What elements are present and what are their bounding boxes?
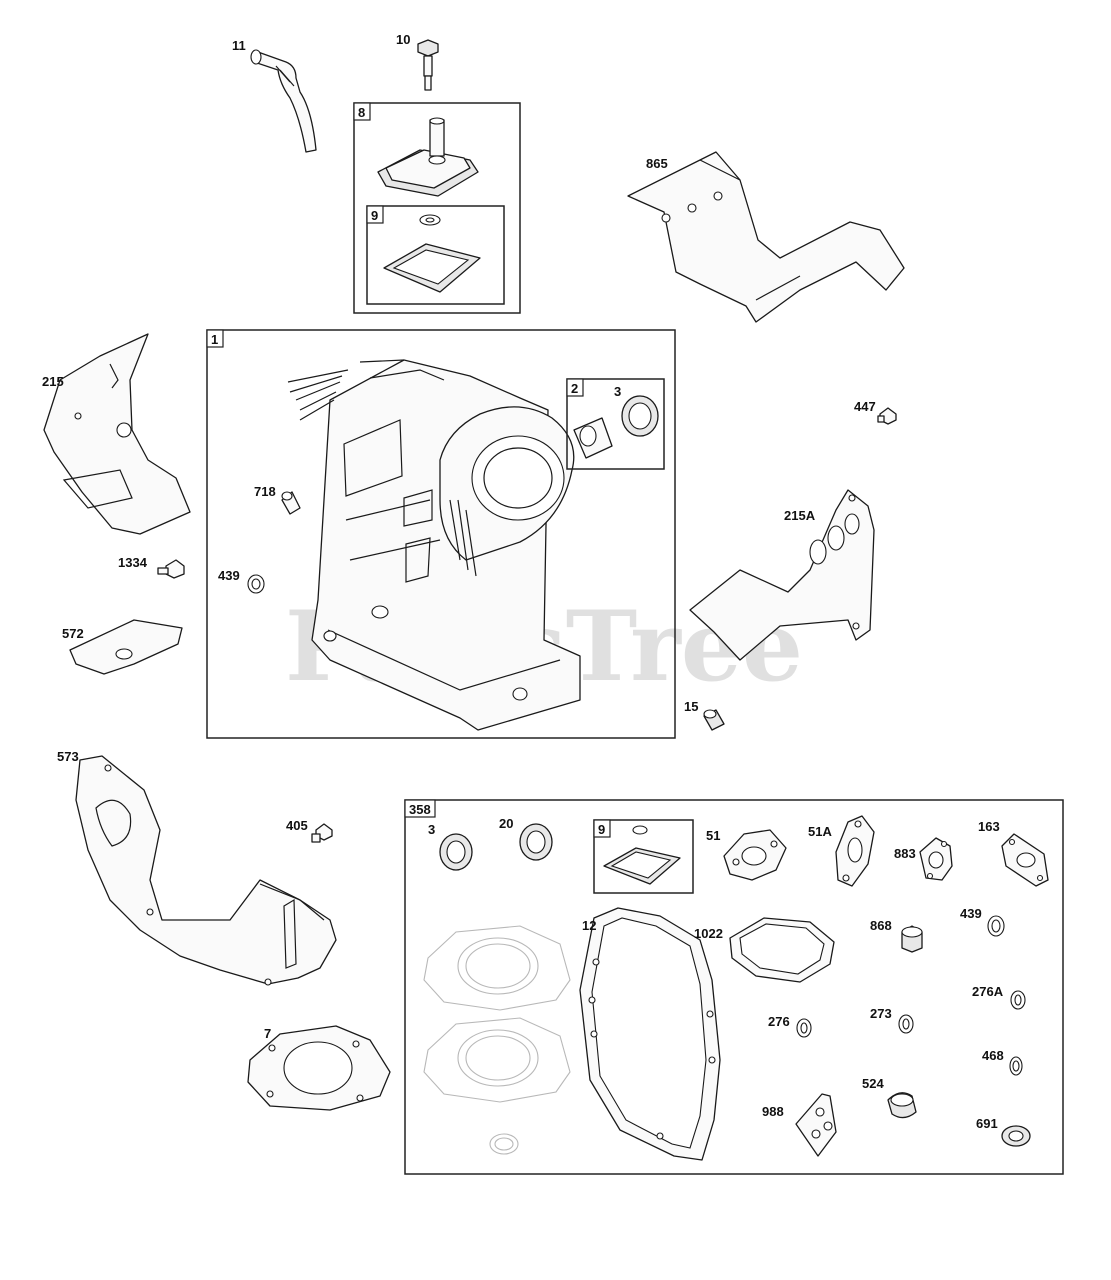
callout-468: 468 [982,1048,1004,1063]
part-163-gasket[interactable] [1001,833,1049,887]
part-468-washer[interactable] [1009,1056,1023,1076]
part-276a-washer[interactable] [1010,990,1026,1010]
part-1-engine-block[interactable] [287,359,581,731]
part-988-gasket[interactable] [795,1093,837,1157]
callout-273: 273 [870,1006,892,1021]
part-405-screw[interactable] [311,823,333,843]
callout-439-kit: 439 [960,906,982,921]
group-9-tag [366,205,384,224]
part-20-oil-seal[interactable] [519,823,553,861]
part-3-oil-seal-kit[interactable] [439,833,473,871]
part-273-washer[interactable] [898,1014,914,1034]
part-11-breather-tube[interactable] [250,49,317,153]
head-gasket-ghost-lower [423,1017,571,1103]
callout-11: 11 [232,38,246,53]
callout-405: 405 [286,818,308,833]
part-9-valve-cover-gasket[interactable] [383,214,481,293]
callout-215: 215 [42,374,64,389]
callout-51a: 51A [808,824,832,839]
callout-3-kit: 3 [428,822,435,837]
group-2-box [566,378,665,470]
part-1334-screw[interactable] [157,559,185,579]
group-9-label: 9 [371,208,378,223]
group-8-tag [353,102,371,121]
part-691-oil-seal[interactable] [1001,1125,1031,1147]
part-573-blower-housing[interactable] [75,755,337,986]
part-439-washer-left[interactable] [247,574,265,594]
callout-573: 573 [57,749,79,764]
callout-883: 883 [894,846,916,861]
part-865-bracket[interactable] [627,151,905,323]
group-9-kit-label: 9 [598,822,605,837]
part-718-dowel[interactable] [281,491,301,515]
group-1-box [206,329,676,739]
part-12-crankcase-gasket[interactable] [579,907,721,1161]
part-276-washer[interactable] [796,1018,812,1038]
callout-718: 718 [254,484,276,499]
group-9-kit-tag [593,819,611,838]
part-215-shroud[interactable] [43,333,191,535]
group-9-kit-box [593,819,694,894]
part-215a-baffle[interactable] [689,489,875,661]
callout-10: 10 [396,32,410,47]
callout-447: 447 [854,399,876,414]
group-358-label: 358 [409,802,431,817]
callout-1022: 1022 [694,926,723,941]
part-15-bushing[interactable] [703,709,725,731]
callout-1334: 1334 [118,555,148,570]
part-439-washer-kit[interactable] [987,915,1005,937]
callout-691: 691 [976,1116,998,1131]
part-51-gasket[interactable] [723,829,787,881]
part-3-oil-seal-top[interactable] [621,395,659,437]
group-8-box [353,102,521,314]
part-7-head-gasket[interactable] [247,1025,391,1111]
part-1022-seal[interactable] [729,917,835,983]
callout-20: 20 [499,816,513,831]
head-gasket-ghost-upper [423,925,571,1011]
group-9-box [366,205,505,305]
callout-15: 15 [684,699,698,714]
part-447-screw[interactable] [877,407,897,425]
callout-868: 868 [870,918,892,933]
callout-163: 163 [978,819,1000,834]
seal-ring-ghost [489,1133,519,1155]
group-1-tag [206,329,224,348]
part-883-gasket[interactable] [919,837,953,881]
group-358-tag [404,799,436,818]
part-2-bushing[interactable] [573,417,613,459]
part-572-plate[interactable] [69,619,183,675]
callout-572: 572 [62,626,84,641]
part-51a-gasket[interactable] [835,815,875,887]
callout-865: 865 [646,156,668,171]
group-2-tag [566,378,584,397]
callout-51: 51 [706,828,720,843]
group-1-label: 1 [211,332,218,347]
callout-12: 12 [582,918,596,933]
part-10-bolt[interactable] [417,39,439,91]
group-8-label: 8 [358,105,365,120]
part-9-kit-gasket[interactable] [603,825,681,885]
callout-7: 7 [264,1026,271,1041]
callout-524: 524 [862,1076,884,1091]
callout-276: 276 [768,1014,790,1029]
part-8-valve-cover[interactable] [377,117,479,197]
part-868-valve-seal[interactable] [901,925,923,953]
callout-988: 988 [762,1104,784,1119]
part-524-plug[interactable] [887,1092,917,1119]
callout-215a: 215A [784,508,816,523]
callout-439-left: 439 [218,568,240,583]
callout-3-top: 3 [614,384,621,399]
callout-276a: 276A [972,984,1004,999]
group-2-label: 2 [571,381,578,396]
group-358-box [404,799,1064,1175]
